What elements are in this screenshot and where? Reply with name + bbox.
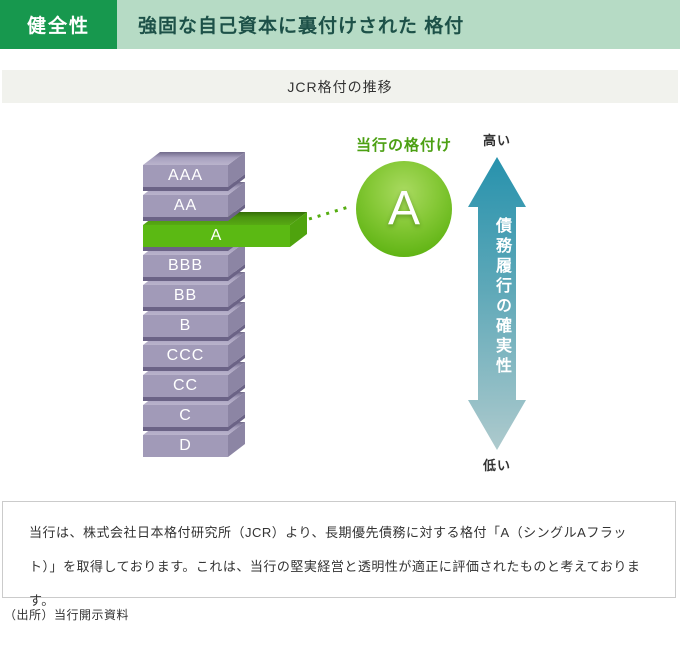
source-note: （出所）当行開示資料 [4, 608, 130, 622]
block-shadow [143, 264, 245, 281]
block-side-face [228, 332, 245, 367]
block-shadow [143, 354, 245, 371]
category-label: 健全性 [26, 16, 90, 37]
section-title: JCR格付の推移 [287, 78, 393, 95]
block-side-face [290, 212, 307, 247]
description-text: 当行は、株式会社日本格付研究所（JCR）より、長期優先債務に対する格付「A（シン… [29, 525, 641, 608]
block-side-face [228, 422, 245, 457]
block-shadow [143, 234, 245, 251]
bank-rating-circle [356, 161, 452, 257]
block-front-face [143, 165, 228, 187]
block-shadow [143, 174, 245, 191]
block-shadow [143, 414, 245, 431]
block-side-face [228, 272, 245, 307]
rating-blocks-stack [143, 152, 307, 457]
block-shadow [143, 294, 245, 311]
block-side-face [228, 362, 245, 397]
block-side-face [228, 392, 245, 427]
block-shadow [143, 324, 245, 341]
block-front-face [143, 255, 228, 277]
block-top-face [143, 152, 245, 165]
block-side-face [228, 152, 245, 187]
block-front-face [143, 345, 228, 367]
rating-connector-dotted-line [308, 204, 353, 221]
description-box: 当行は、株式会社日本格付研究所（JCR）より、長期優先債務に対する格付「A（シン… [2, 501, 676, 608]
category-badge: 健全性 [0, 0, 117, 49]
header-title-bar: 強固な自己資本に裏付けされた 格付 [117, 0, 680, 49]
block-front-face [143, 225, 290, 247]
block-front-face [143, 435, 228, 457]
certainty-axis-arrow [468, 157, 526, 450]
block-front-face [143, 375, 228, 397]
rating-diagram-canvas [143, 152, 526, 457]
block-front-face [143, 285, 228, 307]
block-front-face [143, 195, 228, 217]
page-title: 強固な自己資本に裏付けされた 格付 [138, 16, 465, 37]
block-shadow [143, 384, 245, 401]
block-front-face [143, 315, 228, 337]
block-side-face [228, 302, 245, 337]
block-front-face [143, 405, 228, 427]
rating-block-AAA [143, 152, 245, 191]
block-side-face [228, 242, 245, 277]
block-side-face [228, 182, 245, 217]
section-title-bar: JCR格付の推移 [2, 70, 678, 103]
block-shadow [143, 204, 245, 221]
